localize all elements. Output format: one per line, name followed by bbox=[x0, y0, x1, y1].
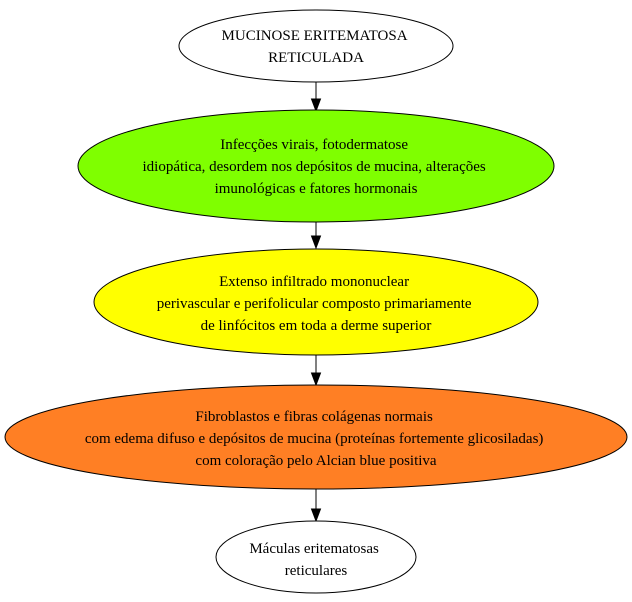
svg-text:Infecções virais, fotodermatos: Infecções virais, fotodermatose idiopáti… bbox=[143, 137, 490, 197]
svg-text:MUCINOSE ERITEMATOSA RET: MUCINOSE ERITEMATOSA RETICULADA bbox=[222, 28, 411, 66]
node-mucinose-shape bbox=[178, 9, 454, 83]
node-maculas-line-2: reticulares bbox=[285, 563, 348, 579]
node-causas-line-2: idiopática, desordem nos depósitos de mu… bbox=[143, 159, 486, 175]
svg-text:Fibroblastos e fibras colágena: Fibroblastos e fibras colágenas normais … bbox=[85, 409, 547, 469]
node-infiltrado-shape bbox=[93, 248, 539, 356]
node-fibroblastos-line-1: Fibroblastos e fibras colágenas normais bbox=[195, 409, 433, 425]
node-fibroblastos: Fibroblastos e fibras colágenas normais … bbox=[4, 384, 628, 490]
node-fibroblastos-line-2: com edema difuso e depósitos de mucina (… bbox=[85, 431, 544, 447]
edge-fibroblastos-to-maculas bbox=[310, 489, 322, 523]
node-maculas-shape bbox=[215, 520, 417, 594]
edge-mucinose-to-causas bbox=[310, 82, 322, 113]
node-infiltrado-line-1: Extenso infiltrado mononuclear bbox=[219, 274, 409, 290]
svg-text:Máculas eritematosas ret: Máculas eritematosas reticulares bbox=[249, 541, 382, 579]
node-mucinose: MUCINOSE ERITEMATOSA RETICULADA bbox=[178, 9, 454, 83]
node-fibroblastos-line-3: com coloração pelo Alcian blue positiva bbox=[195, 453, 437, 469]
node-mucinose-line-1: MUCINOSE ERITEMATOSA bbox=[222, 28, 408, 44]
node-infiltrado: Extenso infiltrado mononuclear perivascu… bbox=[93, 248, 539, 356]
node-fibroblastos-shape bbox=[4, 384, 628, 490]
node-maculas-line-1: Máculas eritematosas bbox=[249, 541, 379, 557]
node-causas: Infecções virais, fotodermatose idiopáti… bbox=[77, 109, 555, 223]
svg-text:Extenso infiltrado mononuclear: Extenso infiltrado mononuclear perivascu… bbox=[157, 274, 476, 334]
node-infiltrado-line-2: perivascular e perifolicular composto pr… bbox=[157, 296, 472, 312]
node-infiltrado-line-3: de linfócitos em toda a derme superior bbox=[201, 318, 432, 334]
node-causas-shape bbox=[77, 109, 555, 223]
node-causas-line-1: Infecções virais, fotodermatose bbox=[220, 137, 408, 153]
edge-causas-to-infiltrado bbox=[310, 222, 322, 250]
node-causas-line-3: imunológicas e fatores hormonais bbox=[215, 181, 418, 197]
edge-infiltrado-to-fibroblastos bbox=[310, 355, 322, 387]
node-mucinose-line-2: RETICULADA bbox=[268, 50, 364, 66]
node-maculas: Máculas eritematosas reticulares bbox=[215, 520, 417, 594]
